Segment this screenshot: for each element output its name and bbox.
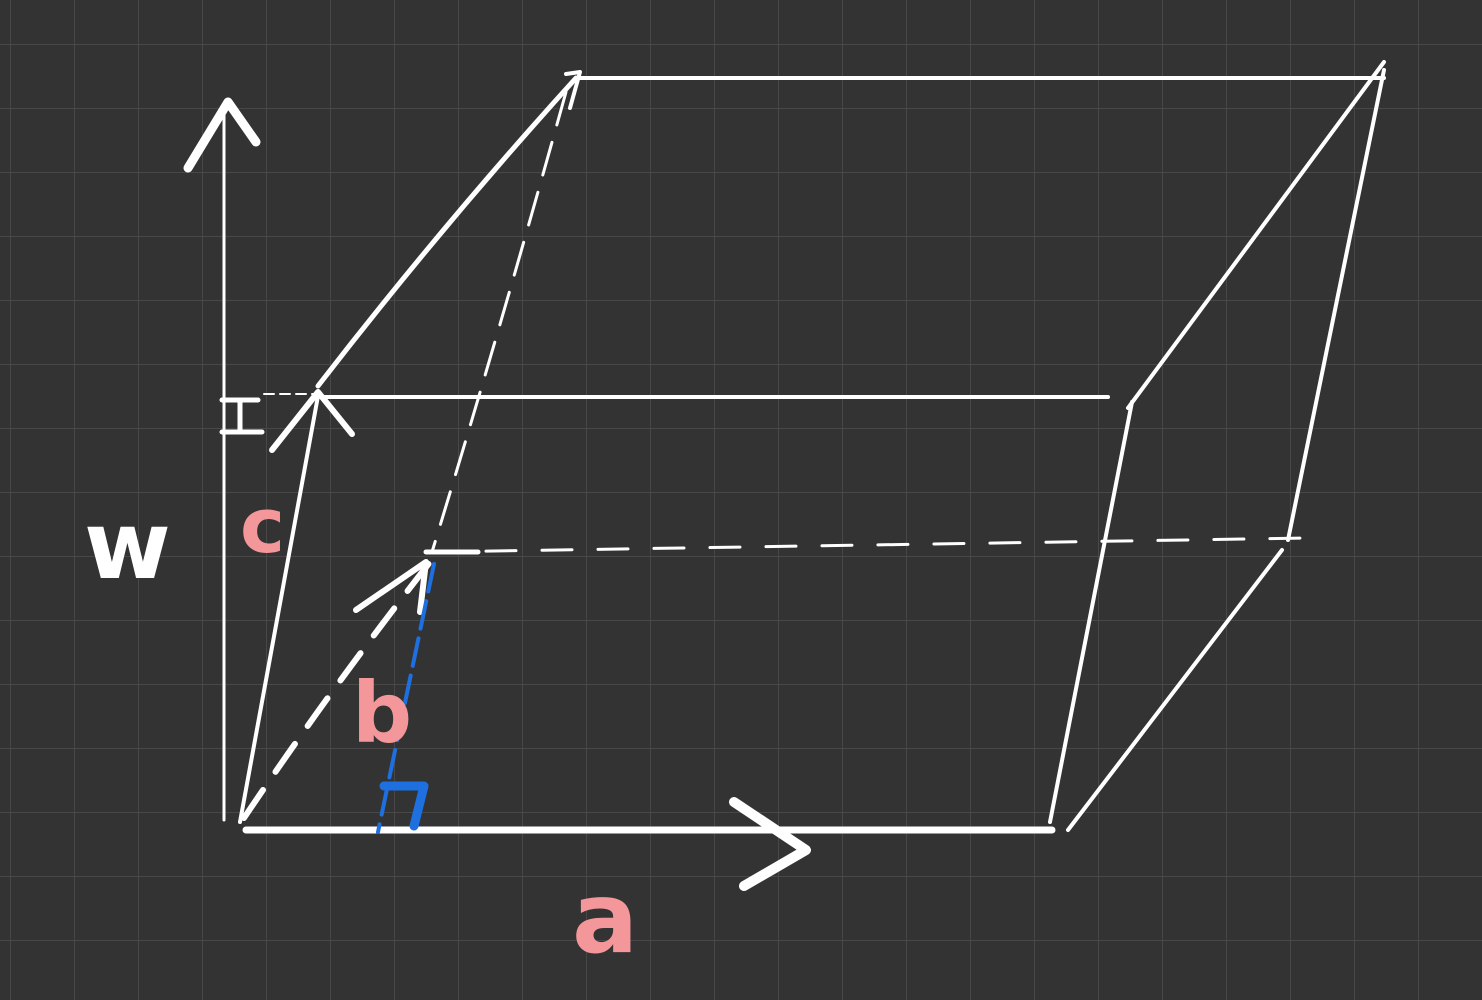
right-angle-icon: [379, 781, 429, 831]
hidden-back-left-edge: [430, 90, 568, 554]
right-upper-edge: [1126, 60, 1386, 410]
label-a: a: [572, 862, 638, 976]
bottom-right-edge: [1066, 548, 1284, 832]
hidden-back-bottom-edge: [428, 536, 1312, 554]
left-upper-edge-arrow: [315, 70, 582, 389]
height-marker-icon: [219, 397, 265, 435]
vertical-axis-arrow: [183, 97, 261, 822]
front-right-edge: [1048, 400, 1134, 824]
back-right-edge: [1286, 68, 1386, 542]
height-line-blue: [376, 562, 436, 834]
edge-c-arrow: [238, 389, 355, 824]
edge-b-arrow-head: [353, 559, 429, 615]
label-w: w: [84, 492, 171, 601]
label-b: b: [352, 664, 412, 762]
label-c: c: [240, 481, 285, 570]
